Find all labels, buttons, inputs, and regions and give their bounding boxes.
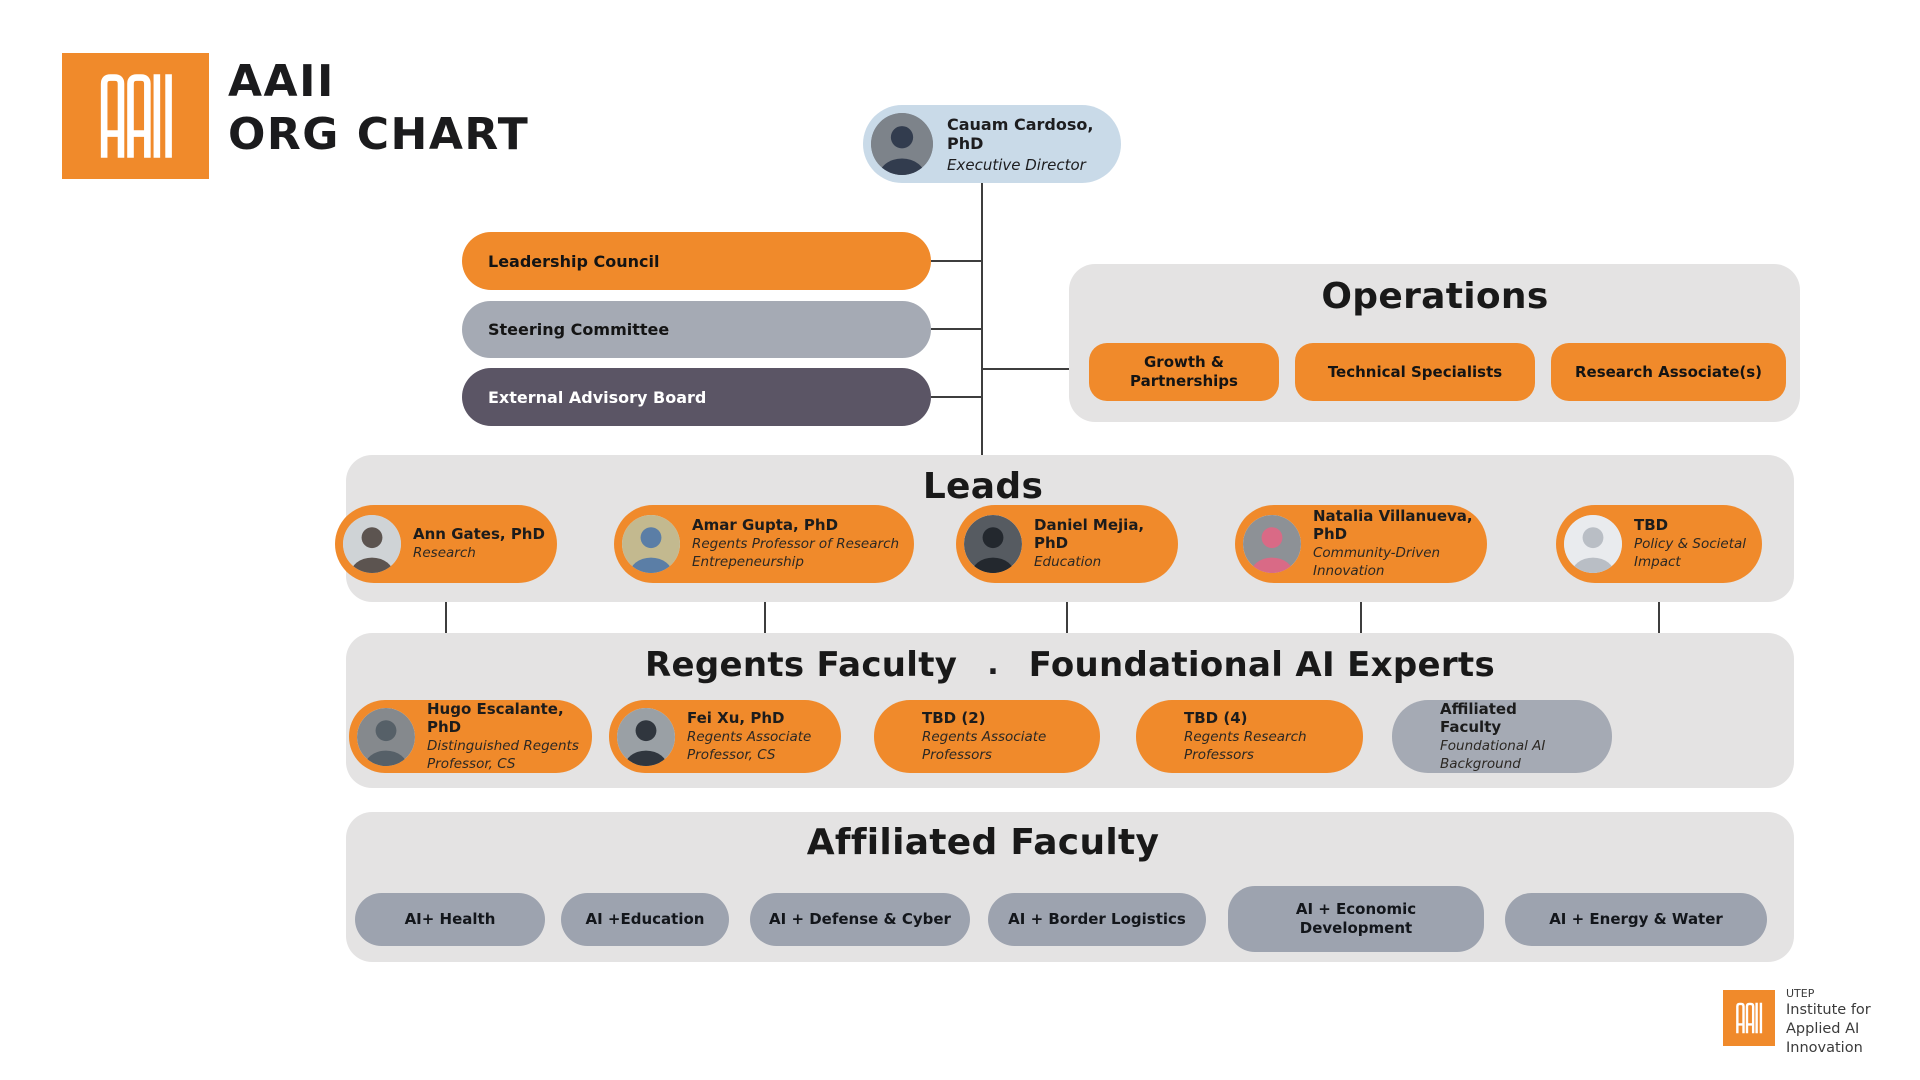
steering-committee-label: Steering Committee	[488, 320, 670, 339]
executive-director-node: Cauam Cardoso, PhD Executive Director	[863, 105, 1121, 183]
area-pill-ai-economic-development: AI + Economic Development	[1228, 886, 1484, 952]
lead-role: Policy & Societal Impact	[1634, 536, 1747, 570]
operations-role-research-associates: Research Associate(s)	[1551, 343, 1786, 401]
regents-faculty-title: Regents Faculty	[644, 645, 958, 685]
faculty-node-tbd-2: TBD (2) Regents Associate Professors	[874, 700, 1100, 773]
photo-ann-gates	[343, 515, 401, 573]
regents-title-row: Regents Faculty . Foundational AI Expert…	[346, 645, 1794, 685]
connector-lead-education	[1066, 583, 1068, 633]
faculty-role: Regents Associate Professors	[922, 728, 1047, 763]
leads-title: Leads	[922, 466, 1044, 507]
footer-line1: Institute for	[1786, 1002, 1871, 1019]
affiliated-faculty-title: Affiliated Faculty	[806, 822, 1160, 863]
faculty-node-tbd-4: TBD (4) Regents Research Professors	[1136, 700, 1363, 773]
photo-amar-gupta	[622, 515, 680, 573]
faculty-name: Affiliated Faculty	[1440, 699, 1517, 736]
connector-lead-community	[1360, 583, 1362, 633]
area-pill-ai-energy-water: AI + Energy & Water	[1505, 893, 1767, 946]
lead-name: Ann Gates, PhD	[413, 525, 545, 544]
connector-lead-entrepreneurship	[764, 583, 766, 633]
faculty-name: Hugo Escalante, PhD	[427, 699, 564, 736]
external-advisory-board-label: External Advisory Board	[488, 387, 707, 407]
photo-hugo-escalante	[357, 707, 415, 766]
area-pill-ai-education: AI +Education	[561, 893, 729, 946]
connector-steering-committee	[931, 328, 981, 330]
faculty-role: Distinguished Regents Professor, CS	[427, 737, 579, 772]
lead-name: Natalia Villanueva, PhD	[1313, 507, 1473, 544]
lead-name: Daniel Mejia, PhD	[1034, 516, 1145, 553]
foundational-ai-experts-title: Foundational AI Experts	[1028, 645, 1495, 685]
lead-role: Community-Driven Innovation	[1313, 545, 1441, 579]
operations-role-growth-partnerships: Growth & Partnerships	[1089, 343, 1279, 401]
connector-lead-research	[445, 583, 447, 633]
footer-wordmark: UTEP Institute for Applied AI Innovation	[1786, 987, 1871, 1058]
steering-committee-pill: Steering Committee	[462, 301, 931, 358]
faculty-node-hugo-escalante: Hugo Escalante, PhD Distinguished Regent…	[349, 700, 592, 773]
placeholder-person-icon	[1564, 515, 1622, 573]
lead-node-daniel-mejia: Daniel Mejia, PhD Education	[956, 505, 1178, 583]
lead-role: Regents Professor of Research Entrepeneu…	[692, 536, 900, 570]
footer-org: UTEP	[1786, 987, 1815, 1000]
photo-natalia-villanueva	[1243, 515, 1301, 573]
area-pill-ai-health: AI+ Health	[355, 893, 545, 946]
area-pill-ai-defense-cyber: AI + Defense & Cyber	[750, 893, 970, 946]
area-pill-ai-border-logistics: AI + Border Logistics	[988, 893, 1206, 946]
leadership-council-pill: Leadership Council	[462, 232, 931, 290]
connector-operations	[983, 368, 1069, 370]
connector-lead-policy	[1658, 583, 1660, 633]
faculty-node-fei-xu: Fei Xu, PhD Regents Associate Professor,…	[609, 700, 841, 773]
executive-name: Cauam Cardoso, PhD	[947, 114, 1094, 153]
lead-name: Amar Gupta, PhD	[692, 516, 839, 535]
title-separator-dot: .	[987, 647, 999, 682]
page-title-line2: ORG CHART	[228, 108, 530, 160]
utep-aaii-logo	[1723, 990, 1775, 1046]
footer-line3: Innovation	[1786, 1039, 1863, 1056]
page-title-line1: AAII	[228, 56, 335, 107]
executive-role: Executive Director	[947, 155, 1086, 174]
faculty-name: TBD (2)	[922, 708, 986, 727]
lead-node-ann-gates: Ann Gates, PhD Research	[335, 505, 557, 583]
lead-node-natalia-villanueva: Natalia Villanueva, PhD Community-Driven…	[1235, 505, 1487, 583]
lead-role: Education	[1034, 554, 1102, 571]
lead-name: TBD	[1634, 516, 1669, 535]
faculty-role: Regents Research Professors	[1184, 728, 1307, 763]
operations-role-technical-specialists: Technical Specialists	[1295, 343, 1535, 401]
leadership-council-label: Leadership Council	[488, 251, 660, 271]
aaii-logo-glyph	[100, 74, 172, 158]
lead-role: Research	[413, 545, 476, 562]
connector-leadership-council	[931, 260, 981, 262]
aaii-logo	[62, 53, 209, 179]
connector-spine	[981, 183, 983, 455]
connector-advisory-board	[931, 396, 981, 398]
faculty-name: TBD (4)	[1184, 708, 1248, 727]
faculty-node-affiliated: Affiliated Faculty Foundational AI Backg…	[1392, 700, 1612, 773]
faculty-name: Fei Xu, PhD	[687, 708, 785, 727]
photo-daniel-mejia	[964, 515, 1022, 573]
aaii-logo-glyph-small	[1736, 1002, 1763, 1034]
faculty-role: Regents Associate Professor, CS	[687, 728, 812, 763]
photo-fei-xu	[617, 707, 675, 766]
operations-title: Operations	[1321, 276, 1549, 317]
external-advisory-board-pill: External Advisory Board	[462, 368, 931, 426]
photo-cauam-cardoso	[871, 113, 933, 175]
lead-node-amar-gupta: Amar Gupta, PhD Regents Professor of Res…	[614, 505, 914, 583]
footer-line2: Applied AI	[1786, 1021, 1860, 1038]
lead-node-tbd-policy: TBD Policy & Societal Impact	[1556, 505, 1762, 583]
faculty-role: Foundational AI Background	[1440, 737, 1546, 772]
